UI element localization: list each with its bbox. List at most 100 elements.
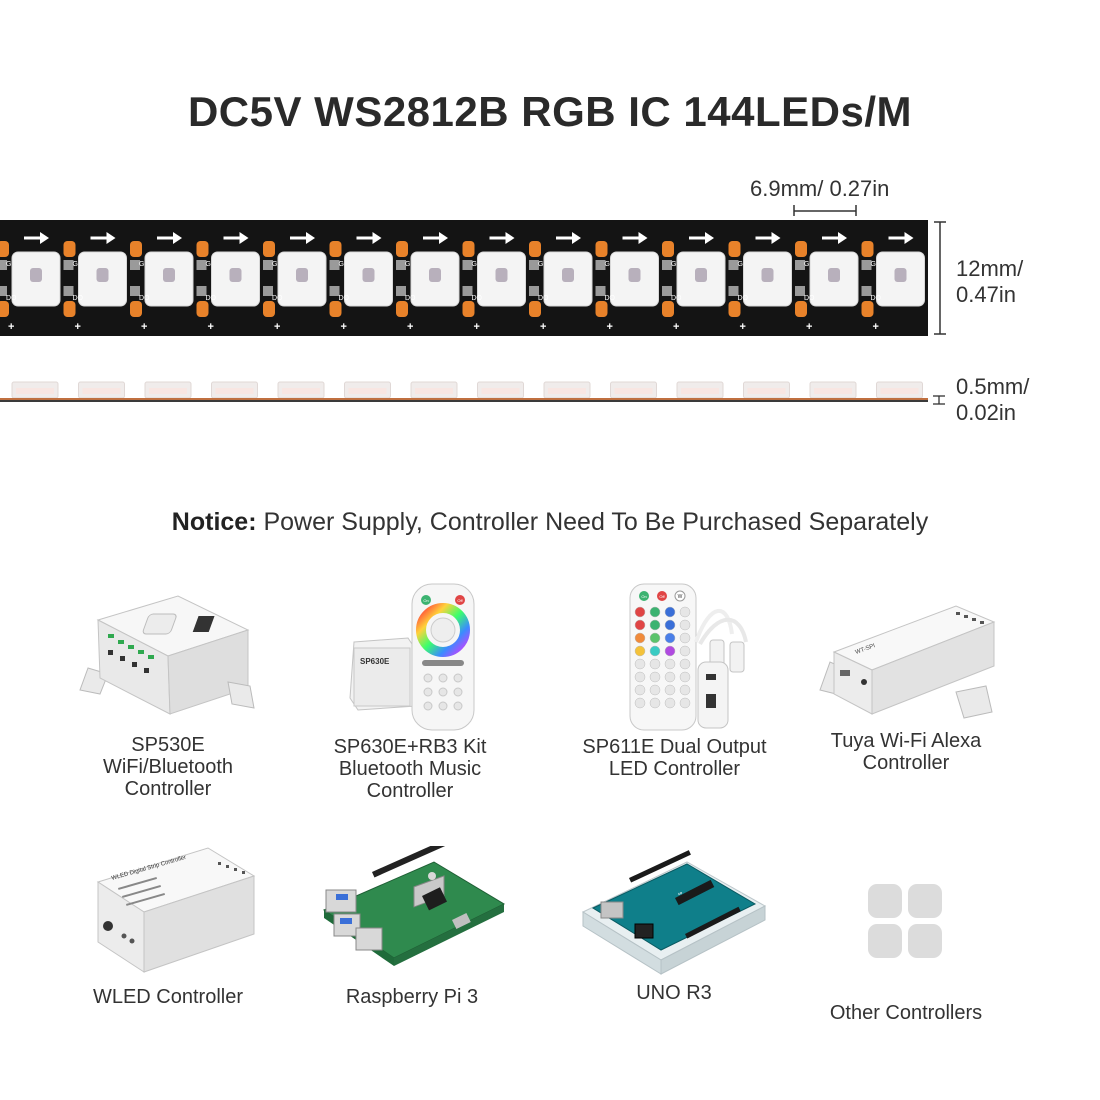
resistor <box>63 301 76 317</box>
led-unit: +GDO <box>595 232 659 333</box>
pcb-data-label: DO <box>738 295 749 302</box>
strip-side-pcb <box>0 400 928 402</box>
resistor <box>396 241 408 257</box>
remote-button <box>664 645 675 657</box>
solder-pad <box>263 260 273 270</box>
pcb-data-label: DO <box>804 295 815 302</box>
pcb-plus-label: + <box>208 321 214 333</box>
product-sp611e[interactable]: On Off W SP611E Dual Output LED Controll… <box>572 582 777 780</box>
pcb-data-label: DO <box>538 295 549 302</box>
product-sp530e[interactable]: SP530E WiFi/Bluetooth Controller <box>68 590 268 800</box>
resistor <box>529 301 541 317</box>
product-label: UNO R3 <box>574 982 774 1004</box>
led-die <box>96 268 109 282</box>
led-unit: +GDO <box>263 232 327 333</box>
resistor <box>263 301 275 317</box>
remote-button <box>664 697 675 709</box>
product-label: Other Controllers <box>806 1002 1006 1024</box>
resistor <box>795 301 807 317</box>
product-raspberry-pi[interactable]: Raspberry Pi 3 <box>312 846 512 1008</box>
product-label-line: SP611E Dual Output <box>582 736 767 758</box>
product-other-controllers[interactable]: Other Controllers <box>806 882 1006 1024</box>
pcb-gnd-label: G <box>871 261 876 268</box>
led-unit: +GDO <box>196 232 260 333</box>
notice-body: Power Supply, Controller Need To Be Purc… <box>256 508 929 536</box>
resistor <box>662 241 674 257</box>
sp630e-rb3-image: SP630E On Off <box>349 583 475 731</box>
pcb-data-label: DO <box>405 295 416 302</box>
thickness-dimension-marker <box>933 395 945 405</box>
led-side-profile <box>348 388 387 394</box>
pcb-plus-label: + <box>873 321 879 333</box>
product-label-line: Raspberry Pi 3 <box>345 986 479 1008</box>
solder-pad <box>329 286 340 296</box>
resistor <box>728 241 741 257</box>
product-tuya[interactable]: WT-SPI Tuya Wi-Fi Alexa Controller <box>806 596 1006 774</box>
product-label: SP530E WiFi/Bluetooth Controller <box>68 734 268 800</box>
product-label: SP611E Dual Output LED Controller <box>572 736 777 780</box>
pcb-gnd-label: G <box>139 261 144 268</box>
solder-pad <box>196 260 207 270</box>
sp530e-controller-image <box>79 595 255 715</box>
product-label-line: Controller <box>124 778 212 800</box>
arrow-icon <box>904 232 914 244</box>
led-unit: +GDO <box>529 232 593 333</box>
led-unit: +GDO <box>396 232 460 333</box>
remote-button <box>664 606 675 618</box>
arrow-icon <box>705 232 714 244</box>
remote-button <box>664 671 675 683</box>
product-label-line: Controller <box>862 752 950 774</box>
led-strip-side-view <box>0 381 928 402</box>
arrow-icon <box>439 232 448 244</box>
led-side-profile <box>880 388 919 394</box>
remote-button <box>634 658 645 670</box>
solder-pad <box>196 286 207 296</box>
remote-button <box>649 632 660 644</box>
product-sp630e-rb3[interactable]: SP630E On Off SP630E+RB3 Kit Bluetooth M… <box>310 582 510 802</box>
pcb-data-label: DO <box>6 295 17 302</box>
pcb-data-label: DO <box>73 295 84 302</box>
resistor <box>0 241 9 257</box>
arrow-icon <box>372 232 382 244</box>
resistor <box>861 301 874 317</box>
led-side-profile <box>814 388 852 394</box>
pcb-plus-label: + <box>607 321 613 333</box>
product-wled[interactable]: WLED Digital Strip Controller WLED Contr… <box>68 842 268 1008</box>
solder-pad <box>795 260 805 270</box>
product-label-line: SP530E <box>131 734 205 756</box>
arrow-icon <box>572 232 581 244</box>
product-label-line: Other Controllers <box>829 1002 983 1024</box>
pcb-gnd-label: G <box>339 261 344 268</box>
solder-pad <box>263 286 273 296</box>
notice-text: Notice: Power Supply, Controller Need To… <box>0 508 1100 537</box>
led-die <box>894 268 907 282</box>
remote-button <box>679 671 690 683</box>
led-die <box>695 268 707 282</box>
resistor <box>795 241 807 257</box>
product-label-line: Controller <box>366 780 454 802</box>
led-unit: +GDO <box>63 232 127 333</box>
remote-button <box>634 619 645 631</box>
resistor <box>462 241 475 257</box>
remote-button <box>634 671 645 683</box>
remote-button <box>634 645 645 657</box>
arrow-icon <box>173 232 182 244</box>
thickness-label-line-1: 0.5mm/ <box>956 374 1030 399</box>
led-die <box>429 268 441 282</box>
pitch-dimension-marker <box>793 205 857 216</box>
pcb-plus-label: + <box>341 321 347 333</box>
resistor <box>63 241 76 257</box>
remote-button <box>679 619 690 631</box>
remote-button <box>634 606 645 618</box>
product-uno-r3[interactable]: ∞ UNO R3 <box>574 838 774 1004</box>
remote-button <box>679 658 690 670</box>
pcb-gnd-label: G <box>6 261 11 268</box>
product-label-line: WLED Controller <box>92 986 244 1008</box>
solder-pad <box>0 260 7 270</box>
led-unit: +GDO <box>462 232 526 333</box>
arrow-icon <box>40 232 49 244</box>
pcb-gnd-label: G <box>472 261 477 268</box>
product-label: Raspberry Pi 3 <box>312 986 512 1008</box>
strip-side-copper <box>0 398 928 400</box>
led-die <box>296 268 308 282</box>
